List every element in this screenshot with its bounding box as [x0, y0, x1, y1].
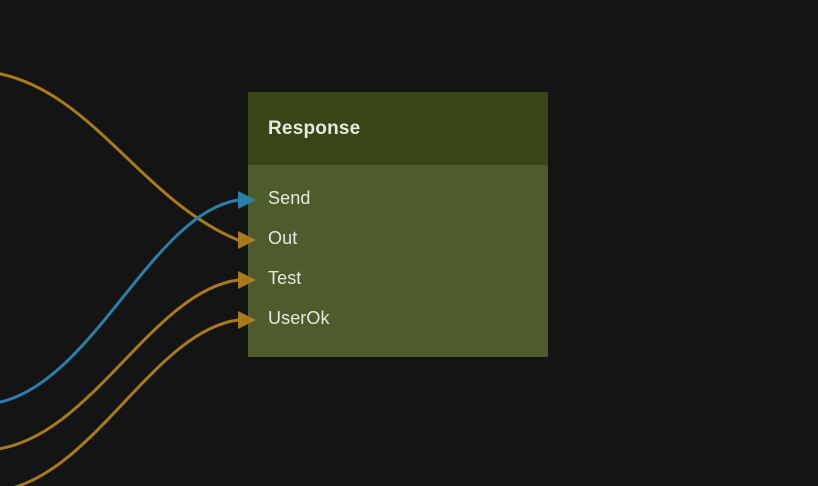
edge-to-test	[0, 278, 240, 450]
port-row-send[interactable]: Send	[248, 178, 548, 218]
port-row-out[interactable]: Out	[248, 218, 548, 258]
port-label-userok: UserOk	[268, 307, 330, 328]
node-body: Send Out Test UserOk	[248, 165, 548, 338]
port-label-test: Test	[268, 267, 302, 288]
edge-to-out	[0, 72, 240, 242]
edge-to-send	[0, 198, 240, 404]
node-title: Response	[268, 117, 361, 139]
node-response[interactable]: Response Send Out Test UserOk	[248, 92, 548, 357]
node-header[interactable]: Response	[248, 92, 548, 165]
port-row-userok[interactable]: UserOk	[248, 298, 548, 338]
port-row-test[interactable]: Test	[248, 258, 548, 298]
edge-to-userok	[13, 318, 240, 486]
port-label-out: Out	[268, 227, 298, 248]
connector-edges	[0, 72, 240, 486]
port-label-send: Send	[268, 187, 311, 208]
